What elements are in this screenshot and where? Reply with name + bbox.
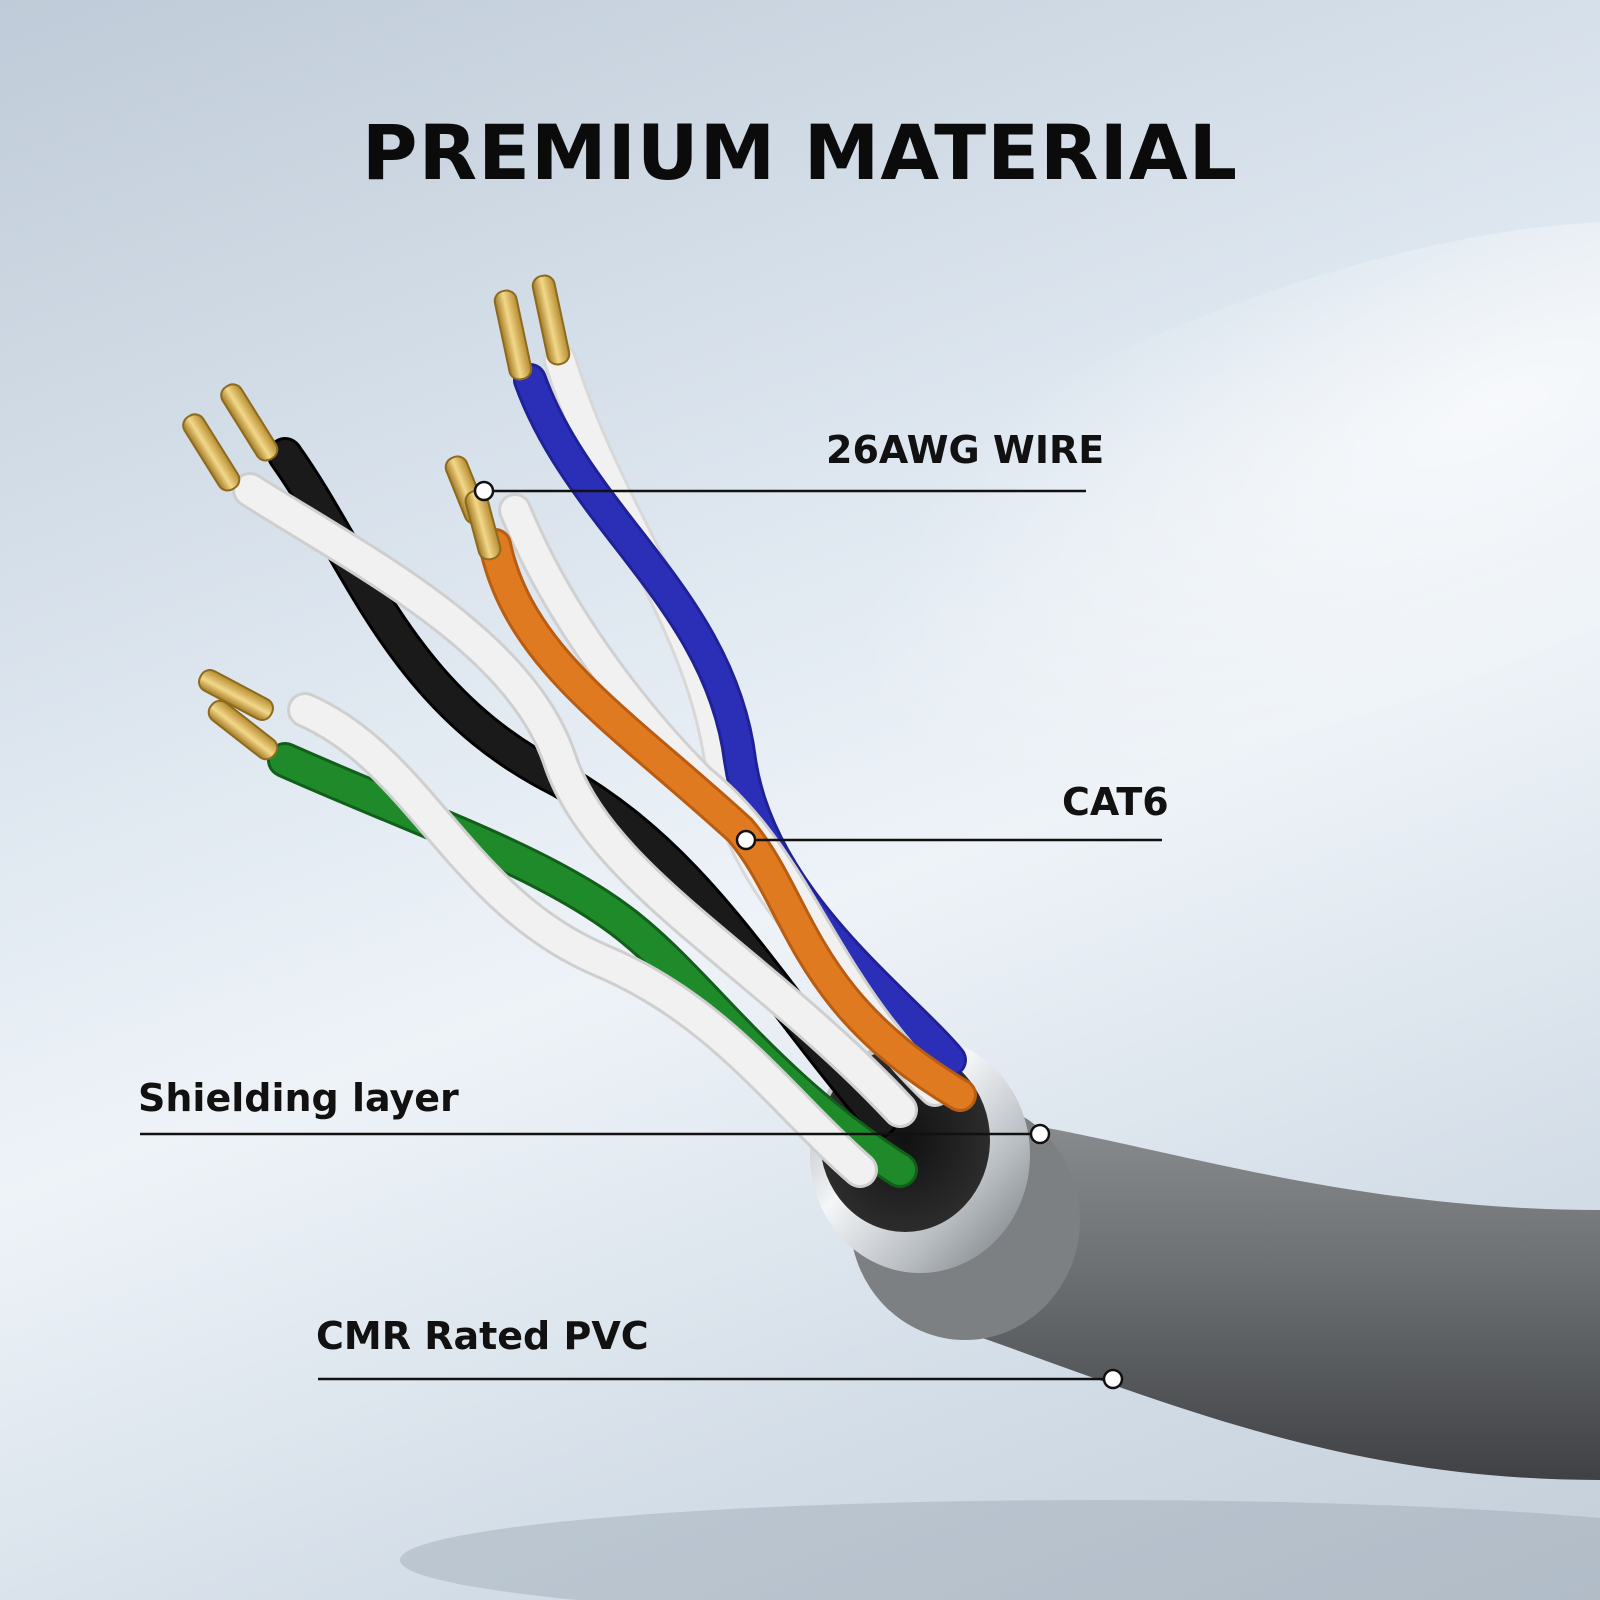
- conductor-tip: [207, 699, 279, 761]
- callout-label-shield: Shielding layer: [138, 1076, 459, 1120]
- callout-dot-awg: [473, 480, 495, 502]
- conductor-tip: [182, 413, 241, 492]
- callout-dot-cat: [735, 829, 757, 851]
- callout-label-category: CAT6: [1062, 780, 1169, 824]
- conductor-tip: [198, 669, 274, 721]
- conductor-tip: [531, 274, 571, 366]
- callout-label-jacket: CMR Rated PVC: [316, 1314, 649, 1358]
- conductor-tip: [493, 289, 533, 381]
- callout-dot-shield: [1029, 1123, 1051, 1145]
- conductor-tip: [220, 383, 279, 462]
- background-light-streak: [556, 221, 1600, 979]
- twisted-pairs: [232, 343, 977, 1188]
- callout-dot-pvc: [1102, 1368, 1124, 1390]
- wire-black-white-fill: [235, 475, 915, 1125]
- callout-label-wire-gauge: 26AWG WIRE: [826, 428, 1105, 472]
- page-title: PREMIUM MATERIAL: [361, 108, 1239, 197]
- wire-blue-fill: [516, 366, 964, 1074]
- copper-conductors: [182, 274, 571, 761]
- wire-orange-fill: [481, 531, 974, 1109]
- background-shadow: [400, 1500, 1600, 1600]
- cable-jacket: [960, 1115, 1600, 1480]
- wire-green-white-fill: [290, 695, 875, 1185]
- callout-lines: [140, 480, 1162, 1390]
